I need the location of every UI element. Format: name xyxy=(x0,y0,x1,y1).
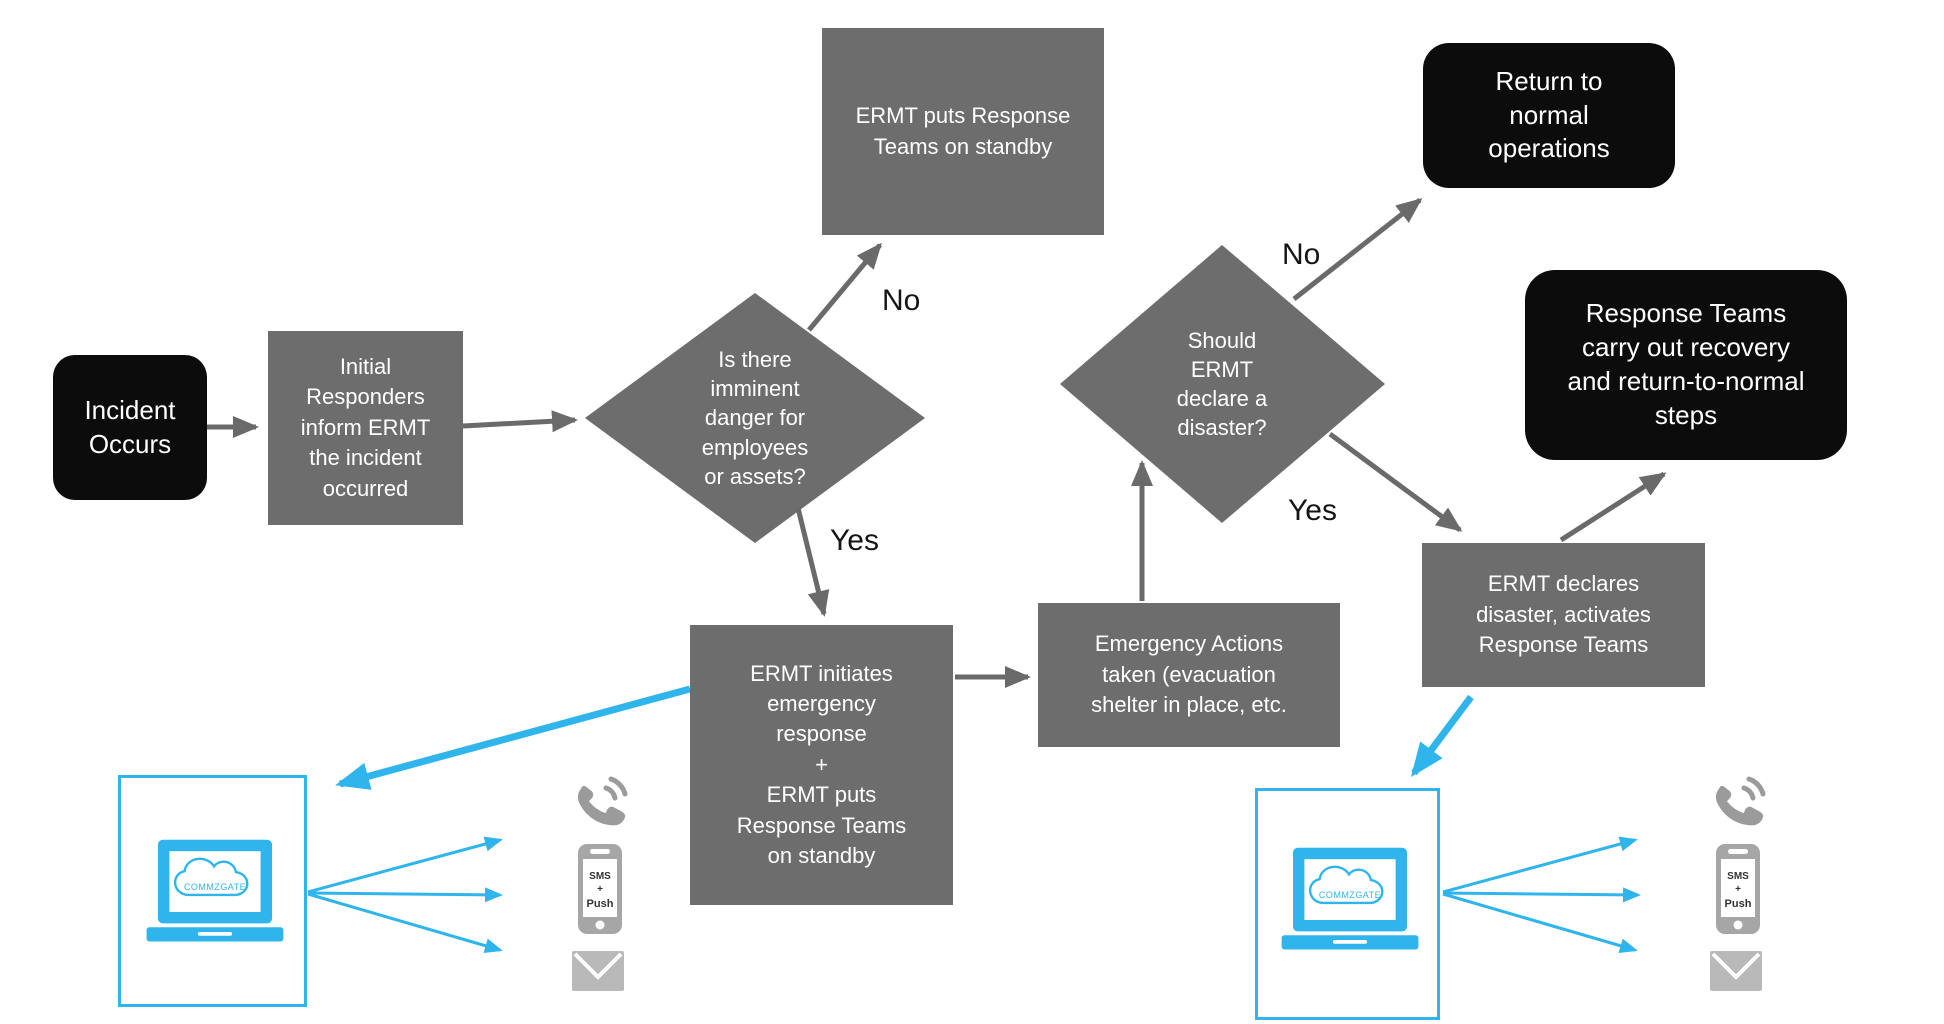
phone-screen-line-sms: SMS xyxy=(589,871,611,882)
commzgate-logo-text: COMMZGATE xyxy=(1319,890,1381,900)
node-standby: ERMT puts Response Teams on standby xyxy=(822,28,1104,235)
edge-label-declare-yes: Yes xyxy=(1288,494,1337,527)
arrow-declares-to-right-commzgate xyxy=(1411,694,1474,777)
arrow-initiates-to-left-commzgate xyxy=(335,685,691,790)
phone-screen-line-plus: + xyxy=(597,884,603,895)
node-recovery-steps: Response Teams carry out recovery and re… xyxy=(1525,270,1847,460)
arrow-danger-yes-to-initiates xyxy=(795,507,830,617)
edge-label-declare-no: No xyxy=(1282,238,1321,271)
phone-screen-line-push: Push xyxy=(587,898,614,910)
laptop-commzgate-icon: COMMZGATE xyxy=(146,839,284,942)
arrow-right-commzgate-to-sms xyxy=(1442,887,1641,903)
node-declare-disaster-question: Should ERMT declare a disaster? xyxy=(1176,327,1268,441)
arrow-left-commzgate-to-phone xyxy=(307,836,503,894)
node-return-to-normal: Return to normal operations xyxy=(1423,43,1675,188)
right-commzgate-panel: COMMZGATE xyxy=(1255,788,1440,1020)
commzgate-logo-text: COMMZGATE xyxy=(184,882,246,892)
arrow-declare-yes-to-declares xyxy=(1328,431,1463,533)
decision-imminent-danger-shape xyxy=(585,293,925,543)
cloud-logo xyxy=(173,857,249,897)
phone-screen-line-sms: SMS xyxy=(1727,871,1749,882)
edge-label-danger-no: No xyxy=(882,284,921,317)
arrow-declare-no-to-return xyxy=(1292,198,1423,301)
sms-push-phone-icon: SMS + Push xyxy=(578,844,622,934)
arrow-right-commzgate-to-email xyxy=(1442,892,1638,953)
laptop-commzgate-icon: COMMZGATE xyxy=(1281,847,1419,950)
phone-call-icon xyxy=(577,776,628,826)
phone-call-icon xyxy=(1715,776,1766,826)
sms-push-phone-icon: SMS + Push xyxy=(1716,844,1760,934)
node-initiates-response: ERMT initiates emergency response + ERMT… xyxy=(690,625,953,905)
arrow-left-commzgate-to-email xyxy=(307,892,503,953)
arrow-right-commzgate-to-phone xyxy=(1442,836,1638,894)
node-emergency-actions: Emergency Actions taken (evacuation shel… xyxy=(1038,603,1340,747)
arrow-declares-to-recovery xyxy=(1559,471,1667,543)
node-initial-responders: Initial Responders inform ERMT the incid… xyxy=(268,331,463,525)
node-declares-disaster: ERMT declares disaster, activates Respon… xyxy=(1422,543,1705,687)
arrow-left-commzgate-to-sms xyxy=(307,887,503,903)
arrow-responders-to-danger xyxy=(462,410,578,433)
node-imminent-danger-question: Is there imminent danger for employees o… xyxy=(701,347,809,489)
decision-declare-disaster-shape xyxy=(1060,245,1385,523)
node-incident-occurs: Incident Occurs xyxy=(53,355,207,500)
left-commzgate-panel: COMMZGATE xyxy=(118,775,307,1007)
arrow-danger-no-to-standby xyxy=(807,242,882,332)
cloud-logo xyxy=(1308,865,1384,905)
email-envelope-icon xyxy=(1710,951,1762,991)
edge-label-danger-yes: Yes xyxy=(830,524,879,557)
email-envelope-icon xyxy=(572,951,624,991)
phone-screen-line-plus: + xyxy=(1735,884,1741,895)
phone-screen-line-push: Push xyxy=(1725,898,1752,910)
